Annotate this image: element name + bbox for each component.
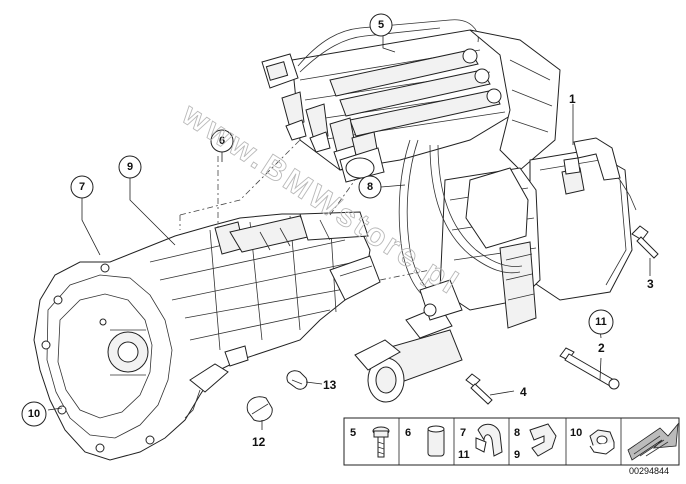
hydraulic-valve-block (261, 19, 561, 183)
callout-5: 5 (369, 13, 393, 37)
callout-9-label: 9 (127, 161, 133, 173)
callout-8-label: 8 (367, 181, 373, 193)
transmission-housing (33, 211, 381, 461)
legend-num-7: 7 (460, 427, 466, 439)
legend-cell-arrow-icon (627, 422, 679, 461)
legend-cell-sleeve: 6 (405, 425, 445, 457)
clip-item-12 (246, 396, 273, 422)
legend-num-8: 8 (514, 427, 520, 439)
callout-9: 9 (118, 155, 142, 179)
callout-8: 8 (358, 175, 382, 199)
callout-10-label: 10 (28, 408, 40, 420)
bolt-item-2 (559, 347, 620, 390)
legend-cell-clip-b: 8 9 (514, 423, 557, 461)
label-13: 13 (323, 378, 337, 392)
parts-legend: 5 6 7 11 8 9 10 (343, 417, 680, 466)
legend-cell-bolt: 5 (350, 426, 390, 458)
clip-item-13 (286, 370, 308, 390)
label-3: 3 (647, 277, 654, 291)
legend-num-6: 6 (405, 427, 411, 439)
callout-6: 6 (210, 129, 234, 153)
legend-cell-nut: 10 (570, 427, 615, 455)
legend-num-5: 5 (350, 427, 356, 439)
label-4: 4 (520, 385, 527, 399)
bolt-item-3 (631, 225, 659, 259)
assembly-lines (179, 139, 431, 281)
reference-number: 00294844 (629, 466, 669, 476)
legend-num-10: 10 (570, 427, 582, 439)
legend-cell-clip-a: 7 11 (458, 423, 503, 461)
legend-num-9: 9 (514, 449, 520, 461)
label-2: 2 (598, 341, 605, 355)
bolt-item-4 (465, 373, 493, 405)
callout-5-label: 5 (378, 19, 384, 31)
callout-6-label: 6 (219, 135, 225, 147)
callout-7-label: 7 (79, 181, 85, 193)
label-1: 1 (569, 92, 576, 106)
callout-11: 11 (588, 309, 614, 335)
hydraulic-pump-unit (354, 137, 637, 403)
label-12: 12 (252, 435, 266, 449)
callout-7: 7 (70, 175, 94, 199)
callout-11-label: 11 (595, 316, 607, 328)
callout-10: 10 (21, 401, 47, 427)
legend-num-11: 11 (458, 449, 470, 461)
